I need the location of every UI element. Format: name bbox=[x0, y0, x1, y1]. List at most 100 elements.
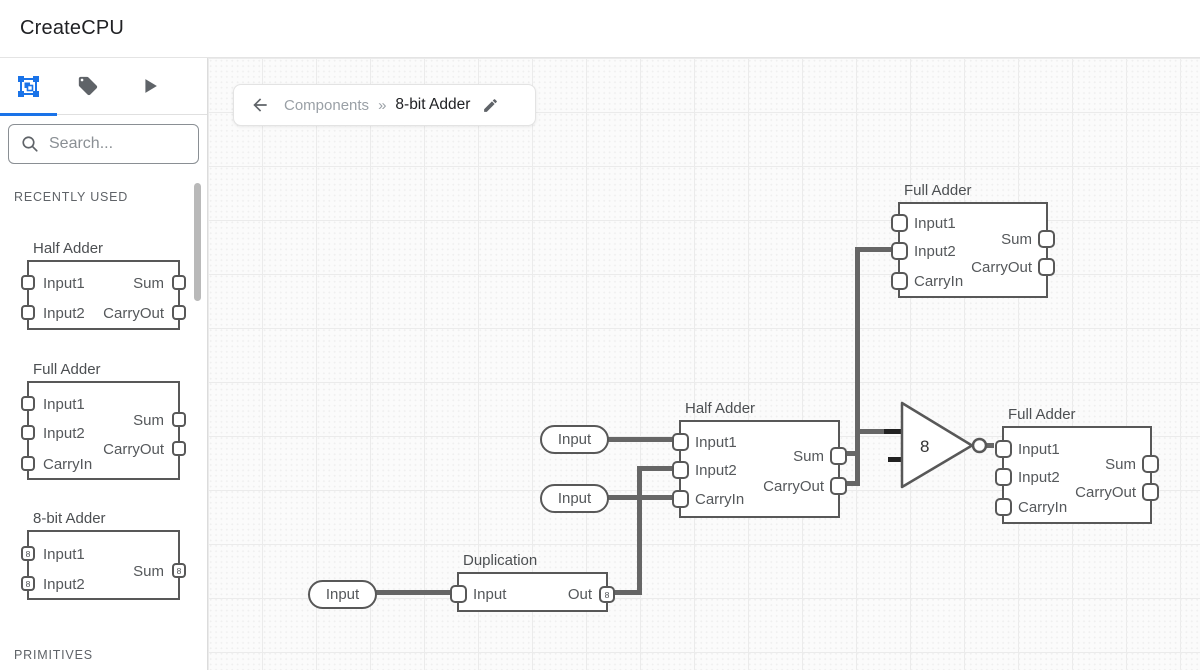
wire[interactable] bbox=[637, 466, 642, 595]
port-input1[interactable] bbox=[891, 214, 908, 232]
port-out-bus8[interactable]: 8 bbox=[599, 586, 615, 603]
port-sum[interactable] bbox=[172, 275, 186, 290]
port-label: Input bbox=[473, 586, 507, 603]
sidebar-tabs bbox=[0, 58, 207, 116]
node-input-pill[interactable]: Input bbox=[540, 425, 609, 454]
sidebar-scrollbar[interactable] bbox=[194, 183, 201, 301]
port-label: Input2 bbox=[43, 425, 85, 442]
port-carryin[interactable] bbox=[672, 490, 689, 508]
port-input1[interactable] bbox=[21, 275, 35, 290]
port-input2[interactable] bbox=[21, 425, 35, 440]
wire-segment-dark[interactable] bbox=[884, 429, 902, 434]
back-button[interactable] bbox=[250, 95, 270, 115]
search-input[interactable] bbox=[47, 134, 181, 154]
sidebar: RECENTLY USED Half Adder Input1 Input2 S… bbox=[0, 58, 208, 670]
port-label: Input1 bbox=[914, 215, 956, 232]
node-full-adder-right[interactable]: Full Adder Input1 Input2 CarryIn Sum Car… bbox=[995, 406, 1159, 524]
tab-run[interactable] bbox=[119, 58, 181, 114]
app-header: CreateCPU bbox=[0, 0, 1200, 58]
port-input2[interactable] bbox=[995, 468, 1012, 486]
wire[interactable] bbox=[607, 437, 681, 442]
preview-title: Half Adder bbox=[33, 240, 104, 257]
app-title: CreateCPU bbox=[20, 17, 125, 39]
port-sum-bus8[interactable]: 8 bbox=[172, 563, 186, 578]
node-duplication[interactable]: Duplication 8 Input Out bbox=[450, 552, 615, 612]
editor-canvas[interactable]: Components » 8-bit Adder Full Adder bbox=[208, 58, 1200, 670]
merger-label: 8 bbox=[920, 437, 929, 456]
wire-stub-dark[interactable] bbox=[888, 457, 902, 462]
wire[interactable] bbox=[855, 429, 902, 434]
port-label: Input1 bbox=[1018, 441, 1060, 458]
breadcrumb-separator: » bbox=[378, 96, 387, 114]
port-label: CarryIn bbox=[695, 491, 745, 508]
wire[interactable] bbox=[373, 590, 459, 595]
port-input1[interactable] bbox=[21, 396, 35, 411]
port-carryin[interactable] bbox=[891, 272, 908, 290]
port-label: Input1 bbox=[43, 546, 85, 563]
port-label: Input2 bbox=[43, 305, 85, 322]
node-full-adder-top[interactable]: Full Adder Input1 Input2 CarryIn Sum Car… bbox=[891, 182, 1055, 298]
section-primitives: PRIMITIVES bbox=[14, 648, 93, 662]
node-input-pill[interactable]: Input bbox=[308, 580, 377, 609]
port-carryin[interactable] bbox=[995, 498, 1012, 516]
port-label: CarryIn bbox=[1018, 499, 1068, 516]
play-icon bbox=[145, 79, 157, 93]
preview-full-adder[interactable]: Full Adder Input1 Input2 CarryIn Sum Car… bbox=[21, 361, 186, 480]
preview-title: Full Adder bbox=[33, 361, 101, 378]
breadcrumb-parent[interactable]: Components bbox=[284, 96, 370, 114]
port-input1[interactable] bbox=[672, 433, 689, 451]
port-label: Sum bbox=[133, 275, 164, 292]
wire[interactable] bbox=[855, 247, 892, 252]
port-carryout[interactable] bbox=[1038, 258, 1055, 276]
port-input1[interactable] bbox=[995, 440, 1012, 458]
node-input-pill[interactable]: Input bbox=[540, 484, 609, 513]
port-input2[interactable] bbox=[891, 242, 908, 260]
port-label: CarryOut bbox=[103, 441, 164, 458]
port-input2[interactable] bbox=[672, 461, 689, 479]
pill-label: Input bbox=[557, 490, 592, 507]
preview-title: 8-bit Adder bbox=[33, 510, 106, 527]
port-label: CarryIn bbox=[914, 273, 964, 290]
port-label: Input2 bbox=[914, 243, 956, 260]
tag-icon bbox=[78, 76, 98, 96]
port-label: Out bbox=[567, 586, 592, 603]
node-bus-merger[interactable]: 8 bbox=[898, 400, 996, 494]
search-icon bbox=[22, 136, 38, 152]
wire[interactable] bbox=[607, 495, 681, 500]
merger-triangle bbox=[900, 401, 974, 489]
port-label: CarryOut bbox=[1075, 484, 1136, 501]
port-label: CarryIn bbox=[43, 456, 93, 473]
port-carryout[interactable] bbox=[1142, 483, 1159, 501]
port-input2-bus8[interactable]: 8 bbox=[21, 576, 35, 591]
port-label: Input2 bbox=[695, 462, 737, 479]
preview-8bit-adder[interactable]: 8-bit Adder 8 8 8 Input1 Input2 Sum bbox=[21, 510, 186, 600]
port-input[interactable] bbox=[450, 585, 467, 603]
port-sum[interactable] bbox=[830, 447, 847, 465]
port-carryin[interactable] bbox=[21, 456, 35, 471]
port-label: Input1 bbox=[695, 434, 737, 451]
port-input1-bus8[interactable]: 8 bbox=[21, 546, 35, 561]
preview-half-adder[interactable]: Half Adder Input1 Input2 Sum CarryOut bbox=[21, 240, 186, 330]
edit-name-button[interactable] bbox=[482, 97, 499, 114]
port-sum[interactable] bbox=[172, 412, 186, 427]
port-carryout[interactable] bbox=[830, 477, 847, 495]
tab-tags[interactable] bbox=[57, 58, 119, 114]
tab-components[interactable] bbox=[0, 58, 57, 114]
port-input2[interactable] bbox=[21, 305, 35, 320]
node-half-adder[interactable]: Half Adder Input1 Input2 CarryIn Sum Car… bbox=[672, 400, 847, 518]
port-carryout[interactable] bbox=[172, 441, 186, 456]
node-title: Duplication bbox=[463, 552, 538, 569]
search-box bbox=[8, 124, 199, 164]
port-sum[interactable] bbox=[1142, 455, 1159, 473]
wire[interactable] bbox=[846, 451, 860, 456]
wire[interactable] bbox=[612, 590, 642, 595]
wire[interactable] bbox=[637, 466, 681, 471]
pill-label: Input bbox=[325, 586, 360, 603]
breadcrumb-current: 8-bit Adder bbox=[395, 96, 471, 113]
port-carryout[interactable] bbox=[172, 305, 186, 320]
wire[interactable] bbox=[984, 443, 994, 448]
wire-bus[interactable] bbox=[855, 247, 860, 486]
wire[interactable] bbox=[846, 481, 860, 486]
port-sum[interactable] bbox=[1038, 230, 1055, 248]
node-title: Half Adder bbox=[685, 400, 756, 417]
